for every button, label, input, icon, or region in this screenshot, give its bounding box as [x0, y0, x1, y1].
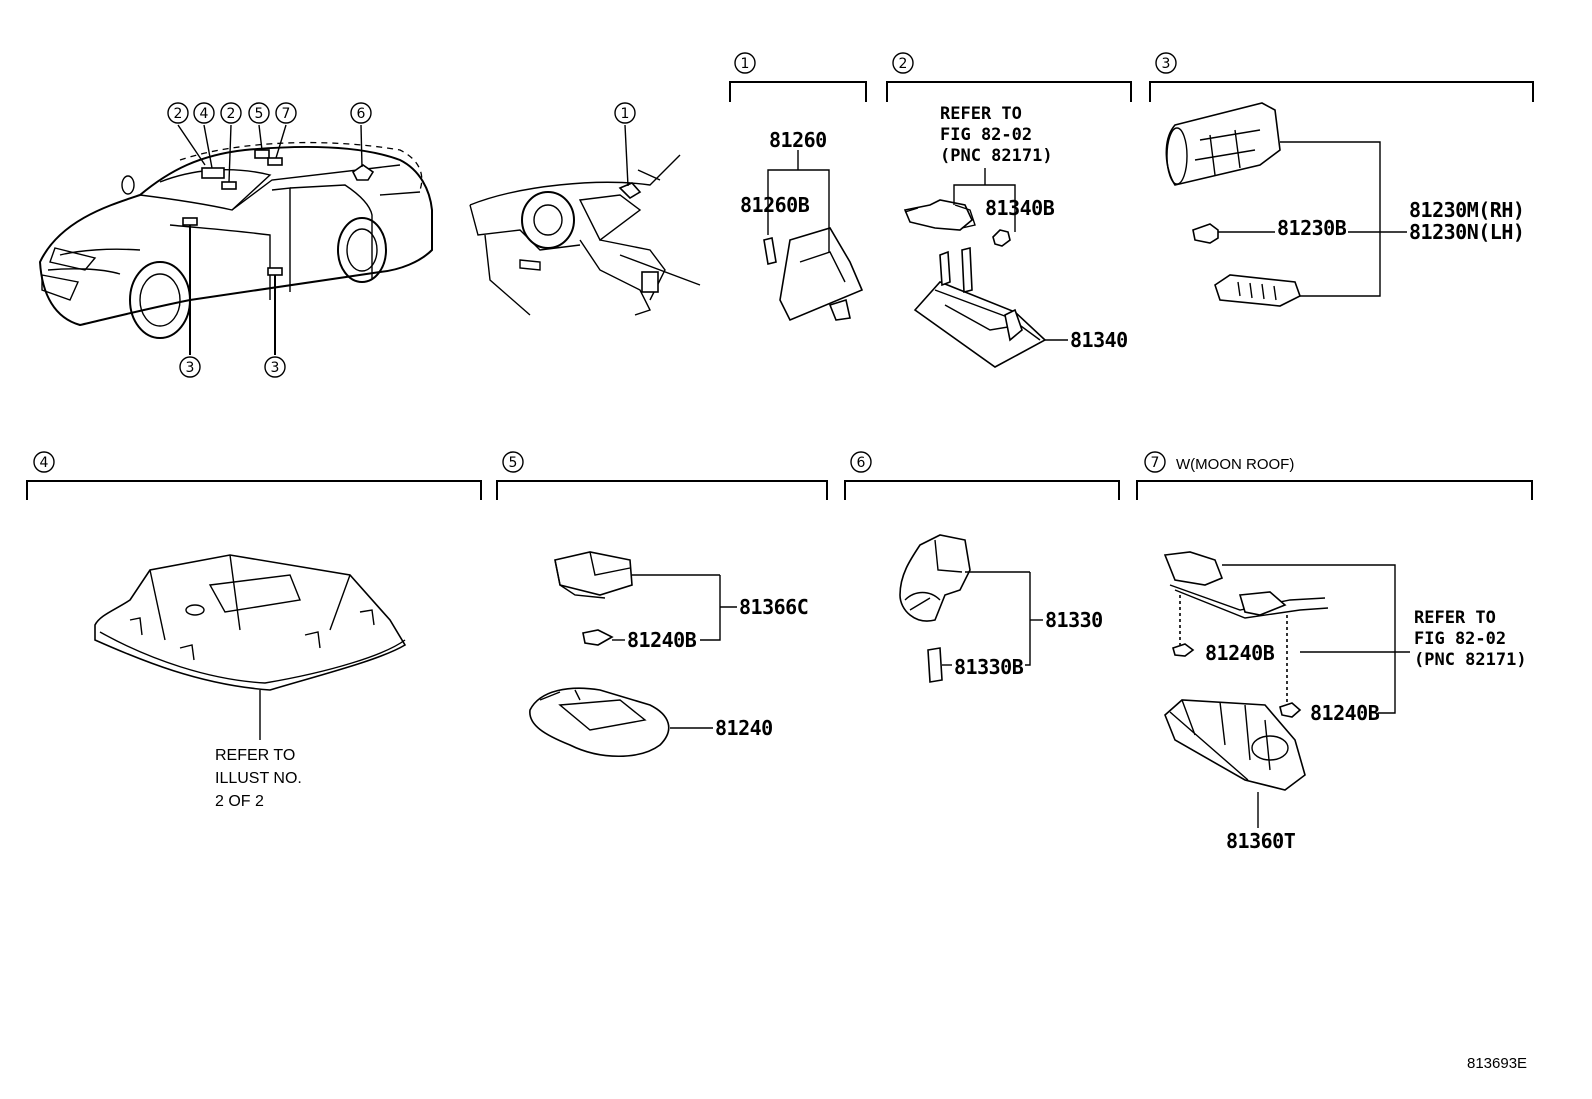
section-2-parts: REFER TO FIG 82-02 (PNC 82171) 81340B 81…	[903, 104, 1128, 368]
car-callouts: 2 4 2 5 7 6 3 3	[167, 102, 372, 378]
svg-text:6: 6	[357, 106, 366, 122]
part-number: 81230M(RH)	[1409, 198, 1524, 222]
part-number: 81340B	[985, 196, 1055, 220]
section-7-caption: W(MOON ROOF)	[1176, 456, 1294, 473]
ref-line: REFER TO	[215, 747, 295, 764]
section-7: 7 W(MOON ROOF)	[1136, 451, 1533, 500]
svg-text:1: 1	[741, 56, 750, 72]
part-number: 81230B	[1277, 216, 1347, 240]
section-4: 4	[26, 451, 482, 500]
svg-text:3: 3	[186, 360, 195, 376]
section-2: 2	[886, 52, 1132, 102]
section-4-parts: REFER TO ILLUST NO. 2 OF 2	[94, 554, 407, 810]
section-5-parts: 81366C 81240B 81240	[529, 551, 809, 758]
part-number: 81360T	[1226, 829, 1296, 853]
svg-text:1: 1	[621, 106, 630, 122]
ref-line: REFER TO	[1414, 608, 1496, 628]
dashboard-illustration	[469, 124, 701, 316]
callout-circle: 6	[350, 102, 372, 124]
svg-text:7: 7	[1151, 455, 1160, 471]
svg-text:7: 7	[282, 106, 291, 122]
callout-circle: 3	[264, 356, 286, 378]
part-number: 81240B	[627, 628, 697, 652]
callout-circle: 5	[248, 102, 270, 124]
ref-line: FIG 82-02	[1414, 629, 1506, 649]
svg-text:3: 3	[1162, 56, 1171, 72]
part-number: 81330B	[954, 655, 1024, 679]
part-number: 81240B	[1205, 641, 1275, 665]
svg-text:2: 2	[174, 106, 183, 122]
ref-line: (PNC 82171)	[1414, 650, 1527, 670]
section-3-parts: 81230B 81230M(RH) 81230N(LH)	[1165, 102, 1525, 307]
svg-text:2: 2	[227, 106, 236, 122]
section-6: 6	[844, 451, 1120, 500]
section-7-parts: 81240B 81240B 81360T REFER TO FIG 82-02 …	[1163, 551, 1527, 853]
svg-text:4: 4	[40, 455, 49, 471]
ref-line: FIG 82-02	[940, 125, 1032, 145]
part-number: 81240	[715, 716, 773, 740]
ref-line: REFER TO	[940, 104, 1022, 124]
section-3: 3	[1149, 52, 1534, 102]
section-1-parts: 81260 81260B	[740, 128, 864, 322]
dash-callout: 1	[614, 102, 636, 124]
part-number: 81230N(LH)	[1409, 220, 1524, 244]
part-number: 81260	[769, 128, 827, 152]
figure-id: 813693E	[1467, 1055, 1527, 1072]
callout-circle: 3	[179, 356, 201, 378]
svg-text:5: 5	[509, 455, 518, 471]
svg-text:3: 3	[271, 360, 280, 376]
section-6-parts: 81330 81330B	[899, 534, 1103, 683]
callout-circle: 4	[193, 102, 215, 124]
ref-line: ILLUST NO.	[215, 770, 302, 787]
part-number: 81240B	[1310, 701, 1380, 725]
svg-text:4: 4	[200, 106, 209, 122]
part-number: 81340	[1070, 328, 1128, 352]
part-number: 81260B	[740, 193, 810, 217]
callout-circle: 7	[275, 102, 297, 124]
callout-circle: 2	[220, 102, 242, 124]
section-5: 5	[496, 451, 828, 500]
part-number: 81366C	[739, 595, 808, 619]
ref-line: (PNC 82171)	[940, 146, 1053, 166]
callout-circle: 2	[167, 102, 189, 124]
section-1: 1	[729, 52, 867, 102]
car-exterior-illustration	[38, 124, 433, 355]
svg-text:5: 5	[255, 106, 264, 122]
ref-line: 2 OF 2	[215, 793, 264, 810]
part-number: 81330	[1045, 608, 1103, 632]
svg-text:2: 2	[899, 56, 908, 72]
svg-text:6: 6	[857, 455, 866, 471]
